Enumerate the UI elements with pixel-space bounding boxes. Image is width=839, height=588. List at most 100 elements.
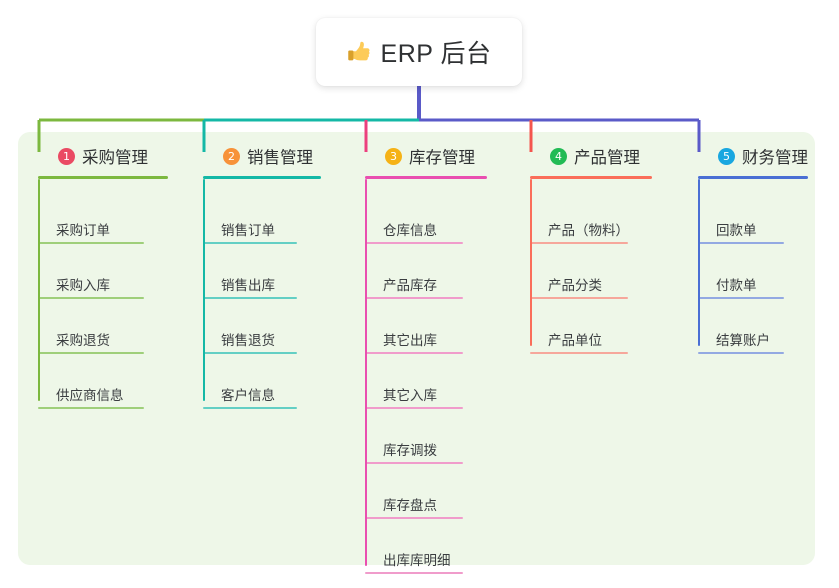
leaf-item[interactable]: 供应商信息 xyxy=(38,375,144,409)
leaf-label: 付款单 xyxy=(716,278,757,293)
leaf-label: 产品库存 xyxy=(383,278,437,293)
column-spine xyxy=(530,179,532,346)
leaf-label: 产品（物料） xyxy=(548,223,629,238)
column-采购管理: 1 采购管理采购订单采购入库采购退货供应商信息 xyxy=(38,142,168,409)
leaf-label: 仓库信息 xyxy=(383,223,437,238)
leaf-item[interactable]: 产品分类 xyxy=(530,265,628,299)
leaf-underline xyxy=(203,407,297,409)
leaf-underline xyxy=(365,297,463,299)
leaf-label: 销售出库 xyxy=(221,278,275,293)
leaf-underline xyxy=(365,572,463,574)
leaf-label: 产品分类 xyxy=(548,278,602,293)
leaf-item[interactable]: 产品（物料） xyxy=(530,210,629,244)
leaf-label: 采购订单 xyxy=(56,223,110,238)
column-underline xyxy=(530,176,652,179)
diagram-panel xyxy=(18,132,815,565)
column-title: 库存管理 xyxy=(409,149,475,167)
index-badge: 2 xyxy=(223,147,240,165)
column-header-4[interactable]: 4 产品管理 xyxy=(530,142,652,170)
column-销售管理: 2 销售管理销售订单销售出库销售退货客户信息 xyxy=(203,142,321,409)
leaf-list: 回款单付款单结算账户 xyxy=(698,179,808,354)
leaf-underline xyxy=(203,352,297,354)
leaf-underline xyxy=(38,242,144,244)
leaf-item[interactable]: 销售出库 xyxy=(203,265,297,299)
leaf-label: 采购退货 xyxy=(56,333,110,348)
leaf-underline xyxy=(530,297,628,299)
leaf-label: 采购入库 xyxy=(56,278,110,293)
leaf-item[interactable]: 出库库明细 xyxy=(365,540,463,574)
root-node-card[interactable]: ERP 后台 xyxy=(316,18,522,86)
column-title: 产品管理 xyxy=(574,149,640,167)
column-underline xyxy=(365,176,487,179)
index-badge: 1 xyxy=(58,147,75,165)
leaf-underline xyxy=(530,352,628,354)
column-spine xyxy=(203,179,205,401)
leaf-item[interactable]: 销售订单 xyxy=(203,210,297,244)
leaf-item[interactable]: 采购订单 xyxy=(38,210,144,244)
leaf-underline xyxy=(698,242,784,244)
index-badge: 3 xyxy=(385,147,402,165)
leaf-item[interactable]: 其它入库 xyxy=(365,375,463,409)
leaf-label: 库存调拨 xyxy=(383,443,437,458)
leaf-list: 产品（物料） 产品分类产品单位 xyxy=(530,179,652,354)
index-badge: 5 xyxy=(718,147,735,165)
column-underline xyxy=(38,176,168,179)
column-title: 销售管理 xyxy=(247,149,313,167)
leaf-item[interactable]: 回款单 xyxy=(698,210,784,244)
column-库存管理: 3 库存管理仓库信息产品库存其它出库其它入库库存调拨库存盘点出库库明细 xyxy=(365,142,487,574)
leaf-item[interactable]: 结算账户 xyxy=(698,320,784,354)
column-underline xyxy=(203,176,321,179)
leaf-item[interactable]: 销售退货 xyxy=(203,320,297,354)
leaf-label: 其它入库 xyxy=(383,388,437,403)
leaf-item[interactable]: 仓库信息 xyxy=(365,210,463,244)
leaf-label: 客户信息 xyxy=(221,388,275,403)
leaf-underline xyxy=(365,462,463,464)
leaf-underline xyxy=(38,297,144,299)
column-underline xyxy=(698,176,808,179)
leaf-label: 库存盘点 xyxy=(383,498,437,513)
column-title: 采购管理 xyxy=(82,149,148,167)
index-badge: 4 xyxy=(550,147,567,165)
leaf-label: 销售退货 xyxy=(221,333,275,348)
leaf-underline xyxy=(365,517,463,519)
leaf-label: 销售订单 xyxy=(221,223,275,238)
column-spine xyxy=(38,179,40,401)
leaf-list: 采购订单采购入库采购退货供应商信息 xyxy=(38,179,168,409)
leaf-underline xyxy=(38,407,144,409)
column-spine xyxy=(365,179,367,566)
leaf-underline xyxy=(365,352,463,354)
leaf-label: 产品单位 xyxy=(548,333,602,348)
leaf-underline xyxy=(530,242,628,244)
thumbs-up-icon xyxy=(347,40,372,65)
leaf-label: 结算账户 xyxy=(716,333,770,348)
leaf-item[interactable]: 客户信息 xyxy=(203,375,297,409)
column-spine xyxy=(698,179,700,346)
leaf-item[interactable]: 付款单 xyxy=(698,265,784,299)
leaf-item[interactable]: 其它出库 xyxy=(365,320,463,354)
column-header-1[interactable]: 1 采购管理 xyxy=(38,142,168,170)
leaf-underline xyxy=(38,352,144,354)
leaf-item[interactable]: 库存调拨 xyxy=(365,430,463,464)
leaf-list: 仓库信息产品库存其它出库其它入库库存调拨库存盘点出库库明细 xyxy=(365,179,487,574)
leaf-underline xyxy=(203,242,297,244)
leaf-label: 回款单 xyxy=(716,223,757,238)
leaf-label: 出库库明细 xyxy=(383,553,451,568)
leaf-item[interactable]: 产品库存 xyxy=(365,265,463,299)
leaf-item[interactable]: 产品单位 xyxy=(530,320,628,354)
leaf-item[interactable]: 库存盘点 xyxy=(365,485,463,519)
leaf-underline xyxy=(365,407,463,409)
leaf-underline xyxy=(365,242,463,244)
leaf-item[interactable]: 采购退货 xyxy=(38,320,144,354)
leaf-label: 其它出库 xyxy=(383,333,437,348)
column-header-3[interactable]: 3 库存管理 xyxy=(365,142,487,170)
column-产品管理: 4 产品管理产品（物料） 产品分类产品单位 xyxy=(530,142,652,354)
leaf-underline xyxy=(203,297,297,299)
leaf-underline xyxy=(698,297,784,299)
column-header-2[interactable]: 2 销售管理 xyxy=(203,142,321,170)
leaf-item[interactable]: 采购入库 xyxy=(38,265,144,299)
leaf-label: 供应商信息 xyxy=(56,388,124,403)
leaf-underline xyxy=(698,352,784,354)
